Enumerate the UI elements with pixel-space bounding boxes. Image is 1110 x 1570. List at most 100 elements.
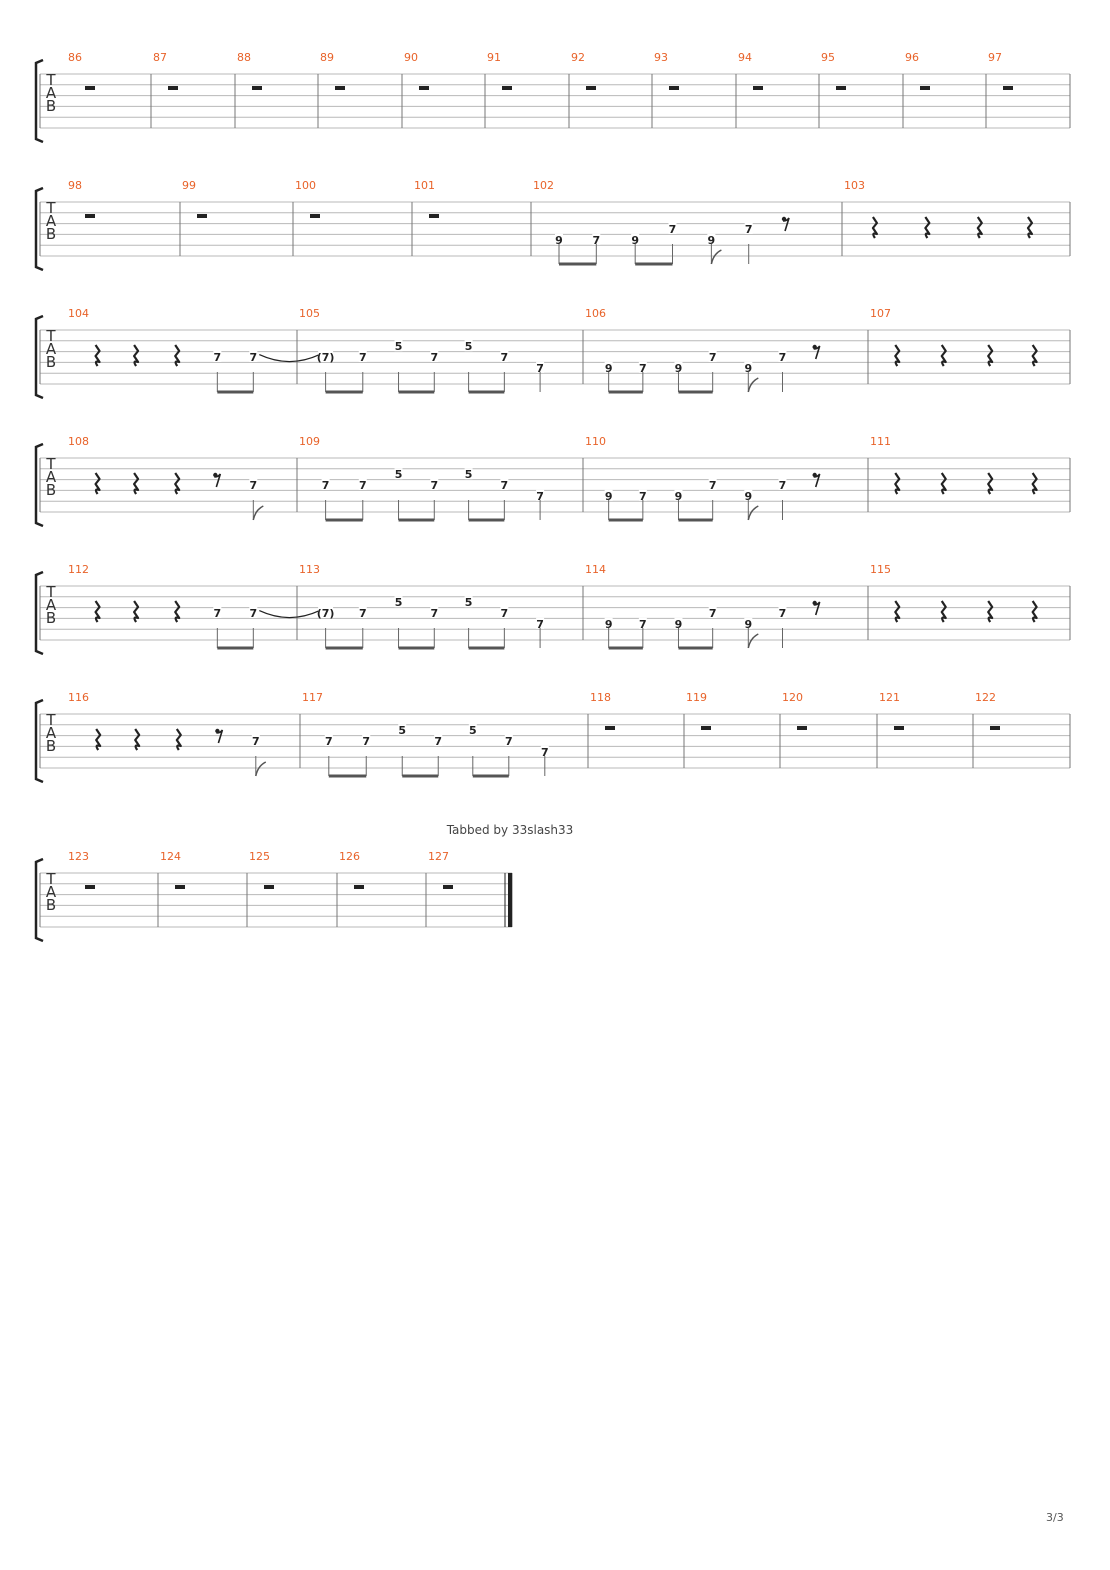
measure: 100 xyxy=(295,179,320,218)
fret-number: 7 xyxy=(505,735,513,748)
measure-number: 113 xyxy=(299,563,320,576)
measure: 122 xyxy=(975,691,1000,730)
whole-rest xyxy=(419,86,429,90)
fret-number: 7 xyxy=(359,607,367,620)
measure-number: 102 xyxy=(533,179,554,192)
whole-rest xyxy=(894,726,904,730)
fret-number: 7 xyxy=(359,351,367,364)
fret-number: 9 xyxy=(708,234,716,247)
fret-number: 9 xyxy=(605,362,613,375)
fret-number: 9 xyxy=(605,490,613,503)
measure: 97 xyxy=(988,51,1013,90)
fret-number: 7 xyxy=(501,607,509,620)
eighth-flag xyxy=(255,761,267,777)
whole-rest xyxy=(605,726,615,730)
fret-background xyxy=(213,607,222,618)
measure-number: 119 xyxy=(686,691,707,704)
fret-background xyxy=(213,351,222,362)
tie-arc xyxy=(259,354,320,363)
tab-clef-letter: A xyxy=(46,212,57,230)
measure: 88 xyxy=(237,51,262,90)
measure-number: 105 xyxy=(299,307,320,320)
quarter-rest xyxy=(987,344,994,367)
fret-background xyxy=(707,233,716,245)
whole-rest xyxy=(264,885,274,889)
fret-number: 7 xyxy=(709,479,717,492)
fret-background xyxy=(394,596,403,608)
quarter-rest xyxy=(894,344,901,367)
fret-number: 5 xyxy=(395,340,403,353)
fret-background xyxy=(554,233,563,245)
eighth-flag xyxy=(747,633,759,649)
eighth-rest xyxy=(214,473,222,488)
measure: 96 xyxy=(905,51,930,90)
system-bracket xyxy=(34,570,44,656)
fret-background xyxy=(358,479,367,490)
system-bracket xyxy=(34,314,44,400)
measure-number: 122 xyxy=(975,691,996,704)
fret-background xyxy=(708,479,717,490)
fret-number: 5 xyxy=(398,724,406,737)
fret-number: 7 xyxy=(214,607,222,620)
whole-rest xyxy=(310,214,320,218)
measure-number: 126 xyxy=(339,850,360,863)
fret-background xyxy=(708,351,717,362)
fret-number: 7 xyxy=(359,479,367,492)
whole-rest xyxy=(669,86,679,90)
measure-number: 99 xyxy=(182,179,196,192)
system-bracket xyxy=(34,186,44,272)
measure: 125 xyxy=(249,850,274,889)
tab-clef-letter: B xyxy=(46,609,56,627)
tab-clef-letter: B xyxy=(46,737,56,755)
fret-background xyxy=(434,735,443,746)
measure: 92 xyxy=(571,51,596,90)
fret-background xyxy=(394,468,403,480)
fret-background xyxy=(464,468,473,480)
fret-number: 7 xyxy=(536,490,544,503)
fret-number: 7 xyxy=(779,607,787,620)
fret-background xyxy=(744,489,753,501)
quarter-rest xyxy=(1031,472,1038,495)
quarter-rest xyxy=(1031,344,1038,367)
quarter-rest xyxy=(1031,600,1038,623)
tab-clef-letter: T xyxy=(45,870,56,888)
fret-background xyxy=(674,361,683,373)
system-bracket xyxy=(34,857,44,943)
quarter-rest xyxy=(987,600,994,623)
whole-rest xyxy=(85,885,95,889)
quarter-rest xyxy=(174,600,181,623)
tab-clef-letter: T xyxy=(45,711,56,729)
fret-background xyxy=(778,607,787,618)
fret-number: 7 xyxy=(362,735,370,748)
eighth-rest xyxy=(813,473,821,488)
measure: 118 xyxy=(590,691,615,730)
whole-rest xyxy=(1003,86,1013,90)
fret-background xyxy=(358,351,367,362)
measure-number: 117 xyxy=(302,691,323,704)
fret-number: 9 xyxy=(631,234,639,247)
whole-rest xyxy=(443,885,453,889)
fret-background xyxy=(536,361,545,373)
fret-number: 7 xyxy=(325,735,333,748)
fret-number: 7 xyxy=(639,490,647,503)
quarter-rest xyxy=(175,728,182,751)
measure: 94 xyxy=(738,51,763,90)
fret-number: 7 xyxy=(639,618,647,631)
quarter-rest xyxy=(94,472,101,495)
fret-background xyxy=(500,351,509,362)
measure: 95 xyxy=(821,51,846,90)
measure: 121 xyxy=(879,691,904,730)
fret-number: (7) xyxy=(317,351,335,364)
tab-clef-letter: B xyxy=(46,481,56,499)
fret-number: 5 xyxy=(465,468,473,481)
measure: 99 xyxy=(182,179,207,218)
quarter-rest xyxy=(94,600,101,623)
